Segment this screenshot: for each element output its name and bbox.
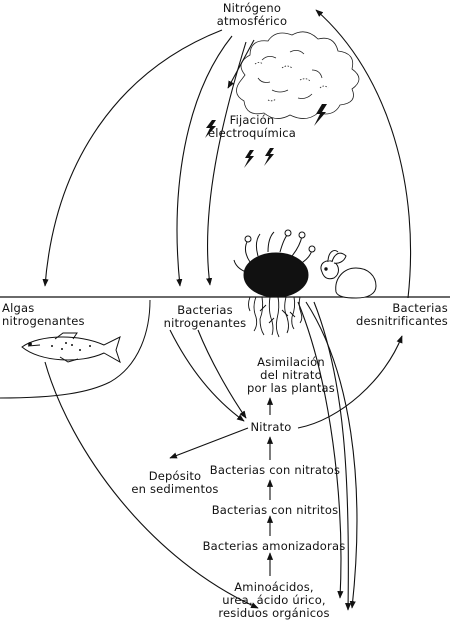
arrow-fixation-to-nitrate [169,329,245,422]
water-outline [0,299,151,399]
label-plant-nitrate-assimilation: Asimilación del nitrato por las plantas [247,355,335,395]
lightning-icon [205,104,327,168]
arrow-nitrate-to-sediments [169,427,249,459]
label-ammonifying-bacteria: Bacterias amonizadoras [202,539,346,553]
label-nitrite-bacteria: Bacterias con nitritos [211,503,339,517]
label-nitrogen-atmospheric: Nitrógeno atmosférico [216,1,288,28]
label-nitrogen-fixing-algae: Algas nitrogenantes [2,301,85,328]
fish-illustration [21,332,121,364]
arrow-atmosphere-to-fixation [227,39,255,89]
label-sediment-deposit: Depósito en sedimentos [131,469,219,496]
arrow-rabbit-to-organic [313,301,352,611]
label-nitrogen-fixing-bacteria: Bacterias nitrogenantes [163,303,247,330]
label-nitrate-bacteria: Bacterias con nitratos [209,463,341,477]
label-organic-compounds: Aminoácidos, urea, ácido úrico, residuos… [218,580,330,620]
plant-illustration [233,229,316,338]
arrow-nitrate-to-denitrifying [297,335,403,429]
arrow-plant-to-organic-2 [305,301,358,609]
rabbit-illustration [320,249,377,299]
label-electrochemical-fixation: Fijación electroquímica [207,113,297,140]
arrows [42,9,412,611]
label-nitrate: Nitrato [250,420,292,434]
arrow-plant-to-organic-1 [297,301,344,599]
arrow-atmosphere-to-algae [42,29,223,287]
arrow-atmosphere-to-bacteria-2 [206,41,247,286]
arrow-atmosphere-to-bacteria-1 [176,35,233,287]
label-denitrifying-bacteria: Bacterias desnitrificantes [356,301,448,328]
arrow-algae-to-organic [44,361,259,609]
cloud-illustration [236,31,360,119]
arrow-denitrifying-to-atmosphere [315,9,412,299]
arrow-bacteria-to-nitrate [197,329,247,419]
